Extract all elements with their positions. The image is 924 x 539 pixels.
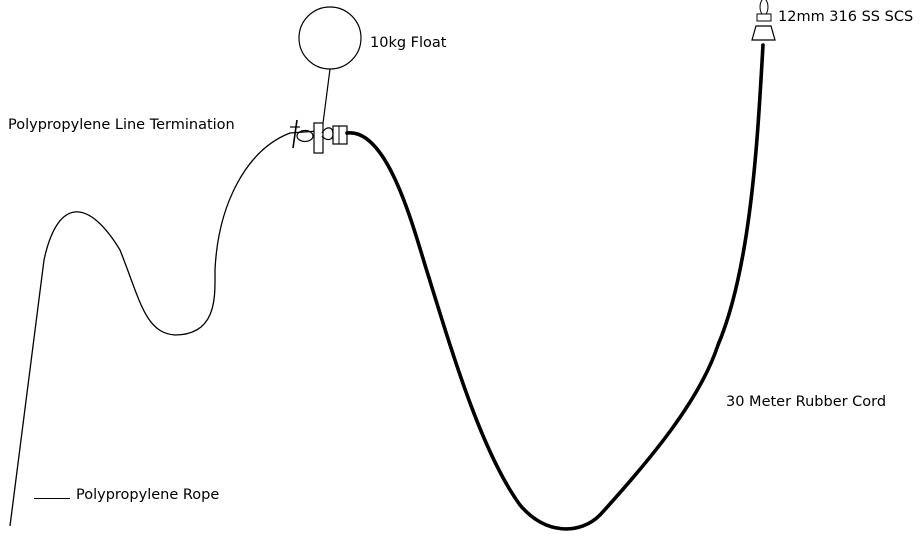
float-body [298,6,362,70]
rope-legend-swatch [34,498,70,499]
shackle [751,0,776,41]
rope-legend: Polypropylene Rope [34,488,219,503]
termination-loop [321,127,334,141]
termination-cross-bar [292,119,298,149]
termination-thimble [296,129,314,143]
float-tether [321,68,331,132]
shackle-label: 12mm 316 SS SCS [778,9,914,25]
shackle-pin [756,13,772,22]
termination-label: Polypropylene Line Termination [8,117,235,133]
termination-clamp-2 [332,125,348,145]
termination-clamp-1 [313,122,324,154]
float [298,6,362,132]
shackle-socket [751,25,776,41]
polypropylene-rope-line [9,130,319,527]
shackle-bow [759,0,769,16]
rubber-cord-label: 30 Meter Rubber Cord [726,394,887,410]
float-label: 10kg Float [370,35,447,51]
rope-legend-label: Polypropylene Rope [76,487,220,503]
line-termination [290,119,348,154]
rubber-cord-line [345,43,765,531]
